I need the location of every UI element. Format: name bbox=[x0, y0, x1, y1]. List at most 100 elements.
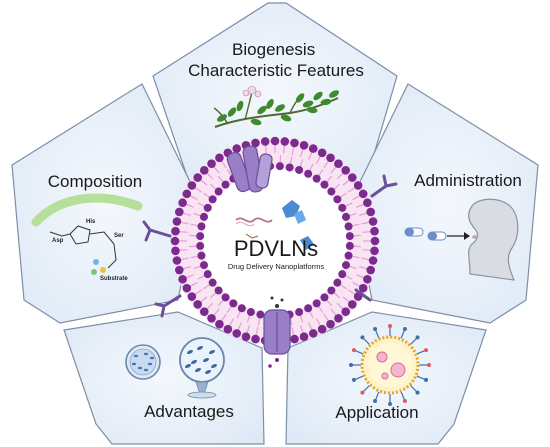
enzyme-asp-label: Asp bbox=[52, 238, 64, 244]
section-label-composition: Composition bbox=[48, 172, 143, 191]
leaf bbox=[266, 99, 274, 109]
leaf bbox=[320, 98, 332, 106]
lipid-head bbox=[368, 217, 378, 226]
cell bbox=[211, 364, 217, 368]
section-label-biogenesis-line2: Characteristic Features bbox=[188, 61, 364, 80]
lipid-head bbox=[199, 165, 209, 175]
lipid-head bbox=[256, 310, 265, 319]
panels bbox=[11, 2, 539, 445]
ligand bbox=[402, 326, 407, 331]
leaf bbox=[257, 105, 267, 115]
lipid-head bbox=[370, 236, 380, 246]
lipid-head bbox=[237, 304, 246, 313]
lipid-head bbox=[333, 278, 342, 287]
lipid-head bbox=[197, 251, 206, 260]
leaf bbox=[313, 91, 323, 101]
ligand bbox=[351, 348, 356, 353]
section-label-advantages: Advantages bbox=[144, 402, 234, 421]
lipid-head bbox=[275, 162, 284, 171]
lipid-head bbox=[203, 270, 212, 279]
lipid-head bbox=[199, 261, 208, 270]
lipid-head bbox=[178, 198, 187, 208]
lipid-head bbox=[358, 283, 368, 293]
lipid-head bbox=[334, 314, 343, 323]
leaf bbox=[295, 93, 305, 103]
lipid-head bbox=[342, 212, 351, 221]
cell bbox=[205, 370, 211, 374]
lipid-head bbox=[348, 173, 357, 182]
lipid-head bbox=[260, 137, 270, 146]
lipid-head bbox=[304, 169, 313, 178]
ligand bbox=[349, 363, 353, 367]
lipid-head bbox=[341, 165, 351, 175]
lipid-head bbox=[171, 226, 180, 236]
lipid-head bbox=[214, 286, 223, 295]
leaf bbox=[250, 118, 262, 126]
lipid-head bbox=[308, 329, 318, 338]
center-contents: PDVLNs Drug Delivery Nanoplatforms bbox=[228, 200, 325, 271]
lipid-head bbox=[348, 300, 357, 309]
cell bbox=[209, 350, 215, 354]
ligand bbox=[388, 402, 392, 406]
lipid-head bbox=[241, 332, 251, 341]
lipid-head bbox=[344, 222, 353, 231]
cell bbox=[143, 352, 149, 356]
lipid-head bbox=[270, 136, 280, 146]
lipid-head bbox=[207, 159, 216, 168]
ligand bbox=[424, 348, 429, 353]
lipid-head bbox=[326, 153, 335, 163]
cell bbox=[143, 368, 149, 372]
lipid-head bbox=[199, 212, 208, 221]
ligand bbox=[402, 399, 407, 404]
section-label-application: Application bbox=[335, 403, 418, 422]
lipid-head bbox=[175, 265, 184, 275]
enzyme-his-label: His bbox=[86, 219, 96, 225]
ligand bbox=[360, 390, 365, 395]
leaf bbox=[275, 104, 285, 112]
lipid-head bbox=[251, 334, 260, 344]
enzyme-schematic: His Ser Asp Substrate bbox=[31, 193, 143, 282]
lipid-head bbox=[199, 307, 209, 317]
lipid-head bbox=[214, 187, 223, 196]
person-head-icon bbox=[468, 198, 519, 281]
lipid-head bbox=[175, 207, 184, 217]
lipid-head bbox=[308, 144, 318, 153]
lipid-head bbox=[358, 189, 368, 199]
lipid-head bbox=[366, 207, 375, 217]
receptor-icons bbox=[142, 174, 398, 318]
leaf bbox=[306, 106, 318, 114]
leaf bbox=[236, 100, 244, 112]
lipid-head bbox=[170, 236, 180, 246]
ligand bbox=[415, 335, 420, 340]
ligand bbox=[415, 390, 420, 395]
enzyme-ser-label: Ser bbox=[114, 233, 124, 239]
lipid-head bbox=[363, 198, 372, 208]
leaf bbox=[280, 114, 292, 122]
lipid-head bbox=[215, 319, 224, 329]
lipid-head bbox=[207, 314, 216, 323]
section-label-biogenesis-line1: Biogenesis bbox=[232, 40, 315, 59]
lipid-head bbox=[295, 165, 304, 174]
lipid-head bbox=[341, 307, 351, 317]
lipid-head bbox=[338, 270, 347, 279]
lipid-head bbox=[366, 265, 375, 275]
lipid-head bbox=[229, 299, 238, 308]
cell bbox=[197, 346, 203, 350]
lipid-head bbox=[196, 241, 205, 250]
lipid-head bbox=[197, 222, 206, 231]
center-subtitle: Drug Delivery Nanoplatforms bbox=[228, 262, 325, 271]
leaf bbox=[227, 107, 237, 117]
lipid-head bbox=[312, 299, 321, 308]
lipid-head bbox=[246, 308, 255, 317]
ligand bbox=[351, 377, 356, 382]
lipid-head bbox=[320, 180, 329, 189]
leaf bbox=[302, 100, 314, 108]
lipid-head bbox=[327, 286, 336, 295]
ligand bbox=[373, 326, 378, 331]
nanoparticle-icon bbox=[349, 324, 431, 406]
lipid-head bbox=[299, 141, 309, 150]
lipid-head bbox=[334, 159, 343, 168]
lipid-head bbox=[208, 195, 217, 204]
lipid-head bbox=[295, 308, 304, 317]
lipid-head bbox=[299, 332, 309, 341]
